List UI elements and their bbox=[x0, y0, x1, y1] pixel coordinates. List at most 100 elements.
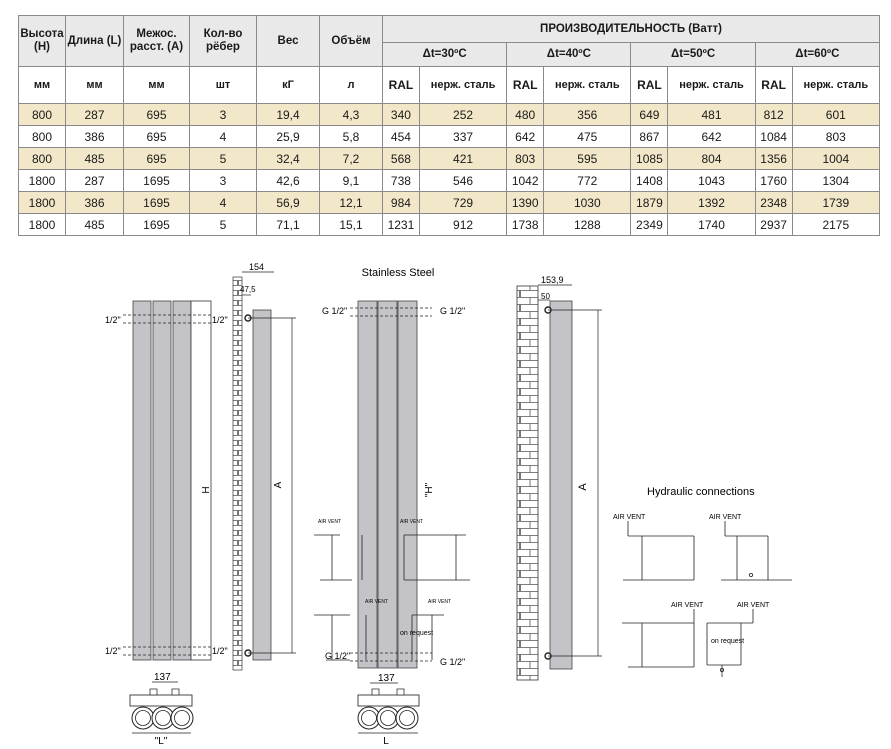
front-view-drawing: 1/2" 1/2" 1/2" 1/2" H 137 "L" bbox=[105, 300, 228, 747]
table-cell: 1800 bbox=[18, 213, 66, 236]
table-cell: 1800 bbox=[18, 191, 66, 214]
dim-153-9-label: 153,9 bbox=[541, 275, 564, 285]
unit-cell: мм bbox=[123, 66, 190, 104]
air-vent-label: AIR VENT bbox=[737, 602, 770, 609]
table-cell: 695 bbox=[123, 125, 190, 148]
table-cell: 695 bbox=[123, 147, 190, 170]
wall-mount-drawing: 153,9 50 A bbox=[516, 275, 602, 681]
air-vent-label: AIR VENT bbox=[400, 519, 423, 525]
table-cell: 800 bbox=[18, 125, 66, 148]
hydraulic-connections-drawing: Hydraulic connections AIR VENT AIR VENT … bbox=[613, 486, 792, 677]
table-cell: 912 bbox=[418, 213, 508, 236]
table-cell: 2349 bbox=[630, 213, 669, 236]
height-dim-label: "H" bbox=[424, 482, 435, 497]
air-vent-label: AIR VENT bbox=[613, 514, 646, 521]
table-cell: 1695 bbox=[123, 191, 190, 214]
dim-154-label: 154 bbox=[249, 262, 264, 272]
unit-cell: кГ bbox=[256, 66, 320, 104]
table-cell: 1084 bbox=[754, 125, 793, 148]
width-137-label: 137 bbox=[378, 673, 395, 684]
half-inch-label: 1/2" bbox=[212, 315, 228, 325]
stainless-steel-title: Stainless Steel bbox=[362, 267, 435, 279]
on-request-label: on request bbox=[711, 638, 744, 645]
table-cell: 15,1 bbox=[319, 213, 383, 236]
g-half-label: G 1/2" bbox=[440, 657, 465, 667]
table-cell: 4 bbox=[189, 191, 257, 214]
table-cell: 729 bbox=[418, 191, 508, 214]
on-request-label: on request bbox=[400, 630, 433, 637]
side-view-drawing: 154 47,5 A bbox=[232, 262, 296, 671]
table-cell: 1738 bbox=[506, 213, 545, 236]
air-vent-label: AIR VENT bbox=[709, 514, 742, 521]
g-half-label: G 1/2" bbox=[322, 306, 347, 316]
col-volume-header: Объём bbox=[319, 15, 383, 67]
table-cell: 1304 bbox=[791, 169, 881, 192]
table-cell: 5 bbox=[189, 147, 257, 170]
unit-cell: шт bbox=[189, 66, 257, 104]
unit-cell: л bbox=[319, 66, 383, 104]
air-vent-label: AIR VENT bbox=[365, 599, 388, 605]
table-cell: 568 bbox=[382, 147, 420, 170]
table-cell: 867 bbox=[630, 125, 669, 148]
table-cell: 1392 bbox=[667, 191, 756, 214]
table-cell: 454 bbox=[382, 125, 420, 148]
half-inch-label: 1/2" bbox=[212, 646, 228, 656]
table-cell: 340 bbox=[382, 103, 420, 126]
unit-cell: RAL bbox=[630, 66, 669, 104]
table-cell: 71,1 bbox=[256, 213, 320, 236]
g-half-label: G 1/2" bbox=[325, 651, 350, 661]
spacing-a-label: A bbox=[273, 481, 284, 488]
table-cell: 642 bbox=[506, 125, 545, 148]
table-cell: 7,2 bbox=[319, 147, 383, 170]
units-row: мм мм мм шт кГ л RAL нерж. сталь RAL нер… bbox=[18, 66, 881, 104]
table-cell: 287 bbox=[65, 169, 124, 192]
unit-cell: RAL bbox=[506, 66, 545, 104]
table-cell: 803 bbox=[506, 147, 545, 170]
table-cell: 1408 bbox=[630, 169, 669, 192]
col-spacing-header: Межос. расст. (A) bbox=[123, 15, 190, 67]
air-vent-label: AIR VENT bbox=[318, 519, 341, 525]
table-cell: 5 bbox=[189, 213, 257, 236]
table-cell: 1390 bbox=[506, 191, 545, 214]
table-cell: 812 bbox=[754, 103, 793, 126]
table-cell: 804 bbox=[667, 147, 756, 170]
col-height-header: Высота (H) bbox=[18, 15, 66, 67]
table-cell: 9,1 bbox=[319, 169, 383, 192]
table-cell: 642 bbox=[667, 125, 756, 148]
table-cell: 19,4 bbox=[256, 103, 320, 126]
unit-cell: нерж. сталь bbox=[791, 66, 881, 104]
dt40-header: Δt=40ºC bbox=[506, 42, 632, 67]
col-ribs-header: Кол-во рёбер bbox=[189, 15, 257, 67]
table-cell: 481 bbox=[667, 103, 756, 126]
table-cell: 337 bbox=[418, 125, 508, 148]
table-cell: 1695 bbox=[123, 169, 190, 192]
table-cell: 252 bbox=[418, 103, 508, 126]
table-cell: 1030 bbox=[543, 191, 632, 214]
table-cell: 649 bbox=[630, 103, 669, 126]
unit-cell: нерж. сталь bbox=[418, 66, 508, 104]
dt50-header: Δt=50ºC bbox=[630, 42, 756, 67]
table-cell: 5,8 bbox=[319, 125, 383, 148]
half-inch-label: 1/2" bbox=[105, 315, 121, 325]
table-cell: 3 bbox=[189, 103, 257, 126]
unit-cell: RAL bbox=[754, 66, 793, 104]
table-cell: 3 bbox=[189, 169, 257, 192]
table-cell: 1004 bbox=[791, 147, 881, 170]
table-cell: 595 bbox=[543, 147, 632, 170]
table-cell: 12,1 bbox=[319, 191, 383, 214]
table-cell: 601 bbox=[791, 103, 881, 126]
length-l-label: "L" bbox=[155, 736, 168, 747]
table-cell: 1760 bbox=[754, 169, 793, 192]
height-dim-label: H bbox=[201, 486, 212, 493]
table-cell: 25,9 bbox=[256, 125, 320, 148]
table-cell: 287 bbox=[65, 103, 124, 126]
table-cell: 32,4 bbox=[256, 147, 320, 170]
table-cell: 485 bbox=[65, 213, 124, 236]
dim-47-5-label: 47,5 bbox=[240, 285, 256, 294]
table-cell: 772 bbox=[543, 169, 632, 192]
technical-drawings: 1/2" 1/2" 1/2" 1/2" H 137 "L" 154 47,5 A bbox=[105, 262, 792, 747]
